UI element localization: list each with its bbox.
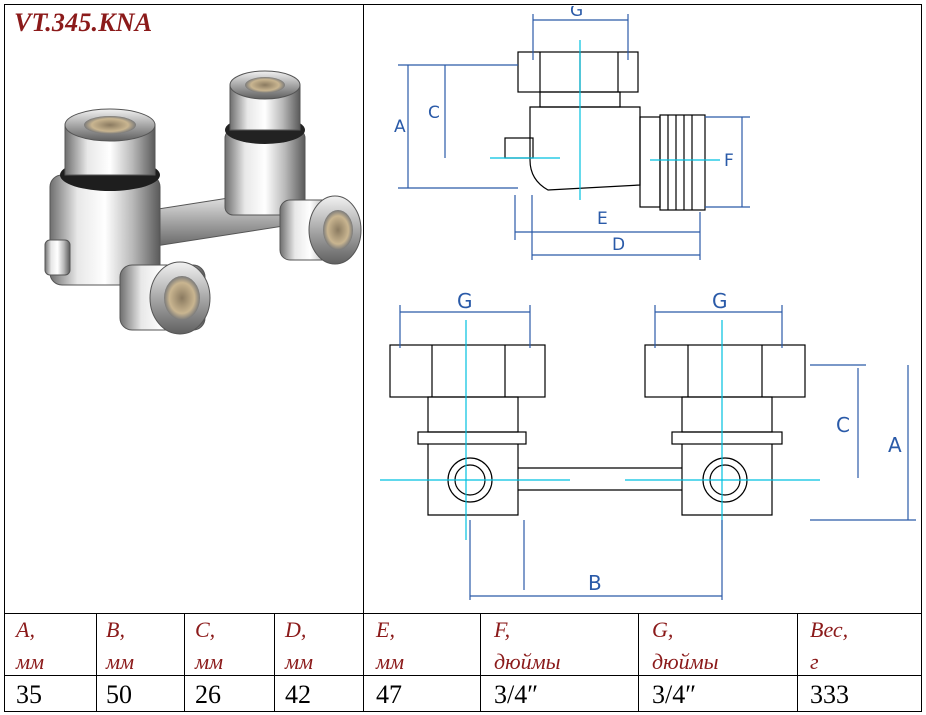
header-d: D,мм [285,617,314,674]
table-col-line [184,613,185,712]
spec-frame [4,4,922,712]
value-c: 26 [195,680,221,709]
value-g: 3/4″ [652,680,697,709]
dim-label-c-front: C [836,413,850,437]
product-photo [44,70,362,335]
header-weight: Вес,г [810,617,849,674]
header-f: F,дюймы [494,617,561,674]
table-col-line [96,613,97,712]
table-col-line [274,613,275,712]
header-e: E,мм [376,617,405,674]
table-col-line [638,613,639,712]
table-top-line [4,613,922,614]
header-b: B,мм [106,617,135,674]
dim-label-f-side: F [724,151,734,171]
value-d: 42 [285,680,311,709]
value-e: 47 [376,680,402,709]
header-g: G,дюймы [652,617,719,674]
header-a: A,мм [16,617,45,674]
value-f: 3/4″ [494,680,539,709]
dim-label-g-front-right: G [712,289,728,313]
product-code: VT.345.KNA [14,8,153,37]
side-view-nut [517,51,639,93]
dim-label-e-side: E [597,209,608,229]
table-mid-line [4,675,922,676]
front-view-right-nut [644,344,806,398]
dim-label-a-front: A [888,433,902,457]
front-view-left-nut [389,344,546,398]
table-col-line [797,613,798,712]
dim-label-d-side: D [612,235,625,255]
dim-label-g-side: G [570,6,583,21]
header-c: C,мм [195,617,224,674]
table-col-line [363,613,364,712]
top-divider [363,4,364,614]
value-b: 50 [106,680,132,709]
dim-label-a-side: A [394,117,406,137]
dim-label-c-side: C [428,103,440,123]
value-weight: 333 [810,680,849,709]
table-col-line [480,613,481,712]
value-a: 35 [16,680,42,709]
dim-label-g-front-left: G [457,289,473,313]
dim-label-b-front: B [588,571,602,595]
technical-drawing: G A C E D F G G C A B [380,6,916,600]
